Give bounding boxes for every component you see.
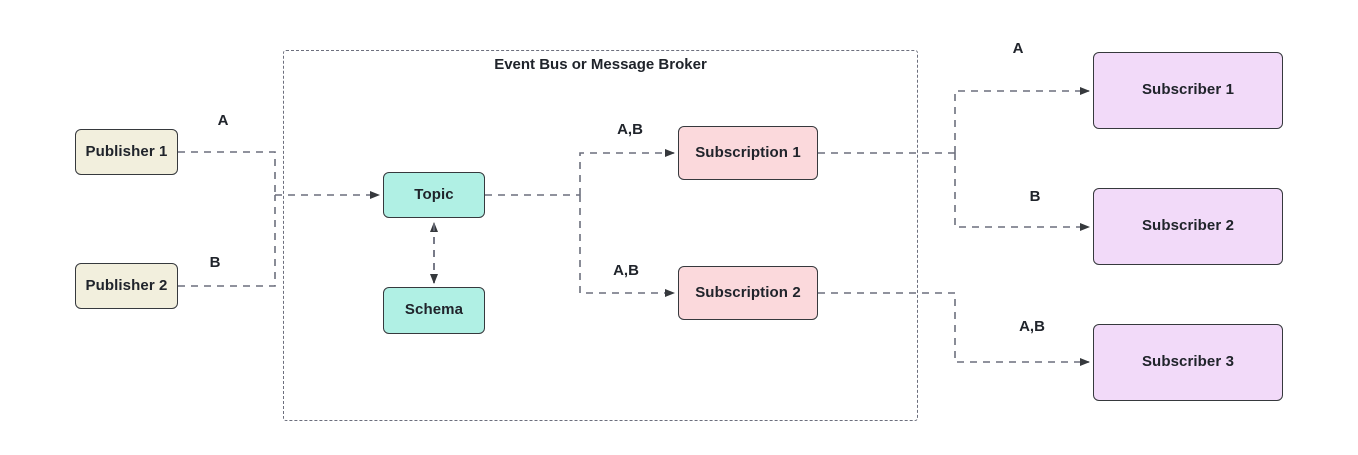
edge-split-to-subscriber1 [954,87,1090,153]
node-topic-label: Topic [414,185,454,203]
edge-label-subscription2-to-subscriber3: A,B [1019,318,1045,335]
edge-label-publisher1-to-topic: A [217,112,229,129]
event-bus-container [283,50,918,421]
node-schema-label: Schema [404,301,464,319]
edge-label-publisher2-to-topic: B [209,254,221,271]
node-subscription-1-label: Subscription 1 [695,143,801,161]
node-subscriber-2[interactable]: Subscriber 2 [1093,188,1283,265]
node-subscription-1[interactable]: Subscription 1 [678,126,818,180]
node-subscriber-3-label: Subscriber 3 [1141,353,1235,371]
node-subscriber-3[interactable]: Subscriber 3 [1093,324,1283,401]
edge-label-topic-to-subscription2: A,B [613,262,639,279]
edge-label-subscription1-to-subscriber2: B [1029,188,1041,205]
event-bus-title: Event Bus or Message Broker [494,56,707,73]
node-topic[interactable]: Topic [383,172,485,218]
edge-publisher2-to-topic [178,195,276,287]
node-publisher-2[interactable]: Publisher 2 [75,263,178,309]
node-subscriber-2-label: Subscriber 2 [1141,217,1235,235]
node-subscriber-1-label: Subscriber 1 [1141,81,1235,99]
edge-label-topic-to-subscription1: A,B [617,121,643,138]
node-subscription-2-label: Subscription 2 [695,283,801,301]
node-publisher-2-label: Publisher 2 [85,276,168,294]
node-subscription-2[interactable]: Subscription 2 [678,266,818,320]
node-publisher-1[interactable]: Publisher 1 [75,129,178,175]
edge-publisher1-to-topic [178,151,276,195]
node-schema[interactable]: Schema [383,287,485,334]
node-publisher-1-label: Publisher 1 [85,142,168,160]
edge-label-subscription1-to-subscriber1: A [1012,40,1024,57]
node-subscriber-1[interactable]: Subscriber 1 [1093,52,1283,129]
